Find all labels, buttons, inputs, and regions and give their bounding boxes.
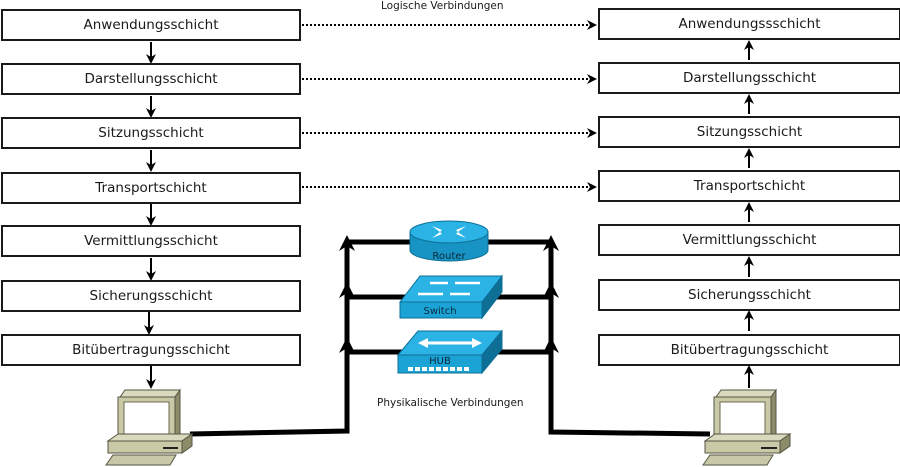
physical-link-right-computer <box>548 360 711 437</box>
right-layer-session: Sitzungsschicht <box>598 116 900 148</box>
left-computer-icon <box>105 388 194 466</box>
left-layer-application: Anwendungsschicht <box>1 9 301 41</box>
right-layer-presentation: Darstellungsschicht <box>598 62 900 94</box>
physical-connections-caption: Physikalische Verbindungen <box>377 397 524 409</box>
left-layer-data-link: Sicherungsschicht <box>1 280 301 312</box>
router-icon: Router <box>409 220 489 262</box>
logical-connections <box>302 20 597 192</box>
right-layer-network: Vermittlungsschicht <box>598 224 900 256</box>
router-label: Router <box>432 251 466 262</box>
switch-icon: Switch <box>398 274 504 320</box>
left-stack-arrows <box>144 42 156 389</box>
left-layer-transport: Transportschicht <box>1 172 301 204</box>
left-layer-network: Vermittlungsschicht <box>1 225 301 257</box>
switch-label: Switch <box>423 306 456 317</box>
hub-icon: HUB <box>396 329 504 375</box>
right-computer-icon <box>702 388 792 466</box>
left-layer-physical: Bitübertragungsschicht <box>1 334 301 366</box>
hub-ports <box>408 367 469 371</box>
right-layer-data-link: Sicherungsschicht <box>598 279 900 311</box>
left-layer-presentation: Darstellungsschicht <box>1 63 301 95</box>
hub-label: HUB <box>429 356 451 367</box>
logical-connections-caption: Logische Verbindungen <box>381 0 504 12</box>
right-layer-physical: Bitübertragungsschicht <box>598 334 900 366</box>
right-layer-transport: Transportschicht <box>598 170 900 202</box>
physical-link-left-computer <box>189 360 350 437</box>
right-layer-application: Anwendungssschicht <box>598 8 900 40</box>
left-layer-session: Sitzungsschicht <box>1 117 301 149</box>
